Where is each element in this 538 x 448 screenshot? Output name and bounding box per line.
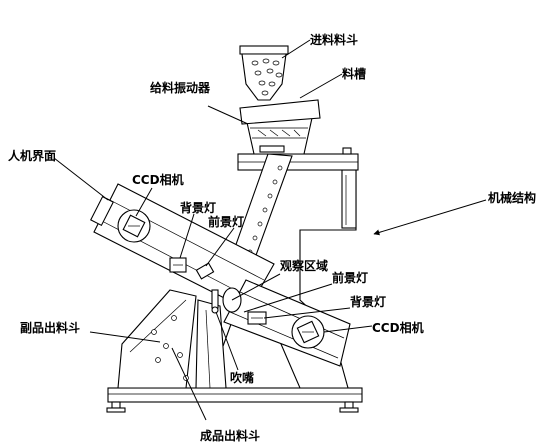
label-vibrating-feeder: 给料振动器 <box>150 80 211 95</box>
label-secondary-outlet: 副品出料斗 <box>20 320 80 335</box>
back-light-bottom-unit <box>247 311 267 325</box>
back-light-top-unit <box>169 257 187 273</box>
ccd-camera-top-unit <box>117 209 151 243</box>
label-frame: 机械结构 <box>488 190 536 205</box>
label-front-light-bottom: 前景灯 <box>332 270 368 285</box>
label-ccd-camera-top: CCD相机 <box>132 172 184 187</box>
leveling-foot-left <box>106 401 126 413</box>
label-trough: 料槽 <box>342 66 366 81</box>
label-feed-hopper: 进料料斗 <box>310 32 358 47</box>
leader-lines <box>53 39 487 421</box>
label-back-light-top: 背景灯 <box>180 200 216 215</box>
label-air-nozzle: 吹嘴 <box>230 370 254 385</box>
label-front-light-top: 前景灯 <box>208 214 244 229</box>
label-hmi: 人机界面 <box>8 148 56 163</box>
frame-post <box>341 169 357 229</box>
label-ccd-camera-bottom: CCD相机 <box>372 320 424 335</box>
air-nozzle-unit <box>211 289 219 314</box>
ccd-camera-bottom-unit <box>291 315 325 349</box>
trough-tray <box>239 99 321 125</box>
label-observation-area: 观察区域 <box>280 258 328 273</box>
leveling-foot-right <box>339 401 359 413</box>
machine-drawing <box>90 45 363 413</box>
label-back-light-bottom: 背景灯 <box>350 294 386 309</box>
secondary-outlet-hopper <box>117 289 197 389</box>
labels: 进料料斗 料槽 给料振动器 人机界面 CCD相机 背景灯 前景灯 机械结构 观察… <box>8 32 536 443</box>
feed-hopper-body <box>239 45 289 101</box>
front-light-top-unit <box>195 262 215 280</box>
label-product-outlet: 成品出料斗 <box>200 428 260 443</box>
base-frame <box>107 387 363 403</box>
